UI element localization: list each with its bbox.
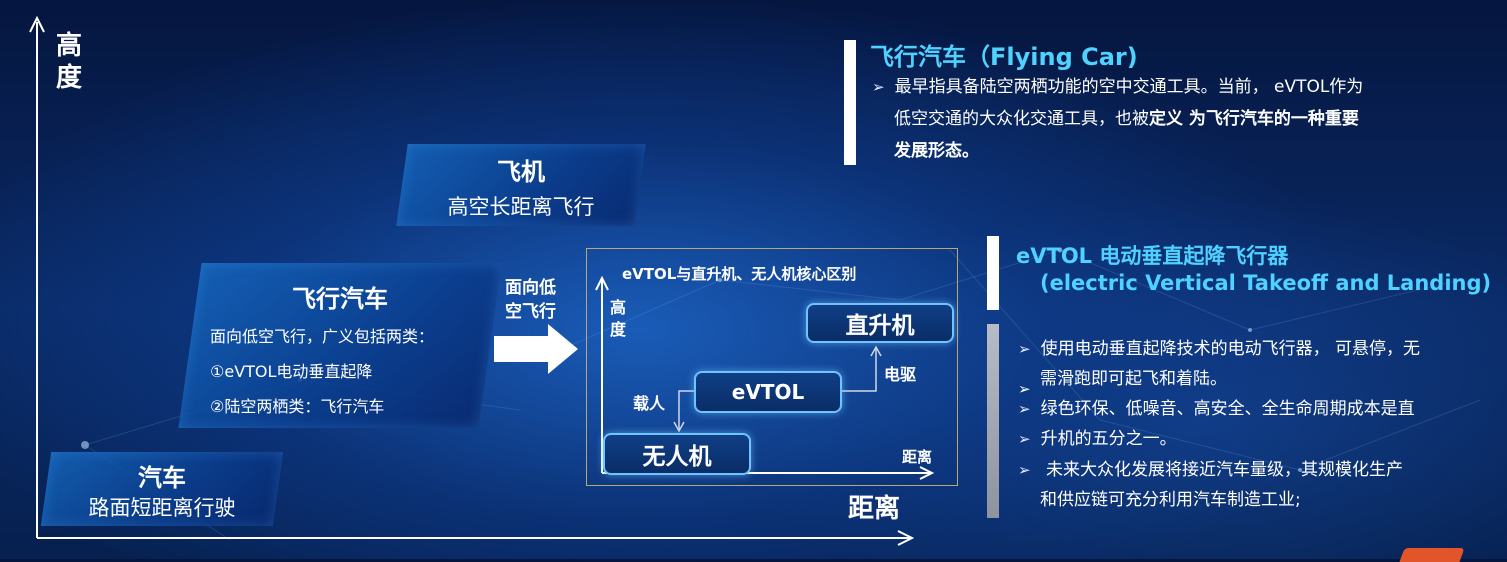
bullet-arrow-icon: ➢ xyxy=(1018,461,1031,479)
x-axis-label: 距离 xyxy=(848,494,901,524)
bullet-arrow-icon: ➢ xyxy=(872,78,885,96)
plane-title: 飞机 xyxy=(497,158,545,186)
accent-bar-bottom xyxy=(987,324,999,518)
evtol-bullet-3-cont: 和供应链可充分利用汽车制造工业; xyxy=(1040,490,1301,510)
plane-box: 飞机 高空长距离飞行 xyxy=(396,144,646,226)
evtol-heading-line2: (electric Vertical Takeoff and Landing) xyxy=(1040,271,1492,295)
label-manned: 载人 xyxy=(633,394,666,413)
arrow-label: 面向低 空飞行 xyxy=(505,278,556,322)
flying-car-box: 飞行汽车 面向低空飞行，广义包括两类： ①eVTOL电动垂直起降 ②陆空两栖类：… xyxy=(178,263,502,428)
bullet-arrow-icon: ➢ xyxy=(1018,380,1031,398)
y-axis-label: 高 度 xyxy=(56,31,83,93)
car-title: 汽车 xyxy=(138,464,186,492)
helicopter-node: 直升机 xyxy=(806,303,954,343)
bullet-arrow-icon: ➢ xyxy=(1018,400,1031,418)
inset-title: eVTOL与直升机、无人机核心区别 xyxy=(622,265,857,283)
corner-decoration xyxy=(1399,548,1465,562)
car-subtitle: 路面短距离行驶 xyxy=(88,496,236,520)
flying-car-line3: ②陆空两栖类：飞行汽车 xyxy=(210,397,385,416)
plane-subtitle: 高空长距离飞行 xyxy=(447,195,595,219)
bullet-arrow-icon: ➢ xyxy=(1018,430,1031,448)
flying-car-line2: ①eVTOL电动垂直起降 xyxy=(210,362,373,381)
flying-car-title: 飞行汽车 xyxy=(292,285,388,313)
accent-bar-top xyxy=(844,40,856,165)
evtol-bullet-2: ➢绿色环保、低噪音、高安全、全生命周期成本是直 xyxy=(1018,399,1415,419)
inset-x-label: 距离 xyxy=(902,448,933,466)
flying-car-desc-line2: 低空交通的大众化交通工具，也被定义 为飞行汽车的一种重要 xyxy=(894,109,1359,129)
evtol-bullet-1-cont: 需滑跑即可起飞和着陆。 xyxy=(1040,369,1227,389)
flying-car-desc-line1: ➢最早指具备陆空两栖功能的空中交通工具。当前， eVTOL作为 xyxy=(872,77,1364,97)
accent-bar-mid xyxy=(987,236,999,310)
label-electric: 电驱 xyxy=(884,365,917,384)
inset-y-label: 高 度 xyxy=(610,298,627,339)
flying-car-line1: 面向低空飞行，广义包括两类： xyxy=(210,327,435,346)
evtol-node: eVTOL xyxy=(694,371,842,413)
evtol-bullet-3: ➢ 未来大众化发展将接近汽车量级，其规模化生产 xyxy=(1018,460,1403,480)
evtol-bullet-2-cont: ➢升机的五分之一。 xyxy=(1018,429,1177,449)
drone-node: 无人机 xyxy=(603,433,751,475)
car-box: 汽车 路面短距离行驶 xyxy=(40,452,284,526)
flying-car-desc-line3: 发展形态。 xyxy=(894,141,979,161)
bullet-arrow-icon: ➢ xyxy=(1018,340,1031,358)
flying-car-heading: 飞行汽车（Flying Car) xyxy=(870,43,1138,71)
right-arrow-icon xyxy=(494,324,578,374)
inset-diagram xyxy=(586,248,958,486)
evtol-heading-line1: eVTOL 电动垂直起降飞行器 xyxy=(1016,244,1289,268)
evtol-bullet-1: ➢使用电动垂直起降技术的电动飞行器， 可悬停，无 xyxy=(1018,339,1420,359)
